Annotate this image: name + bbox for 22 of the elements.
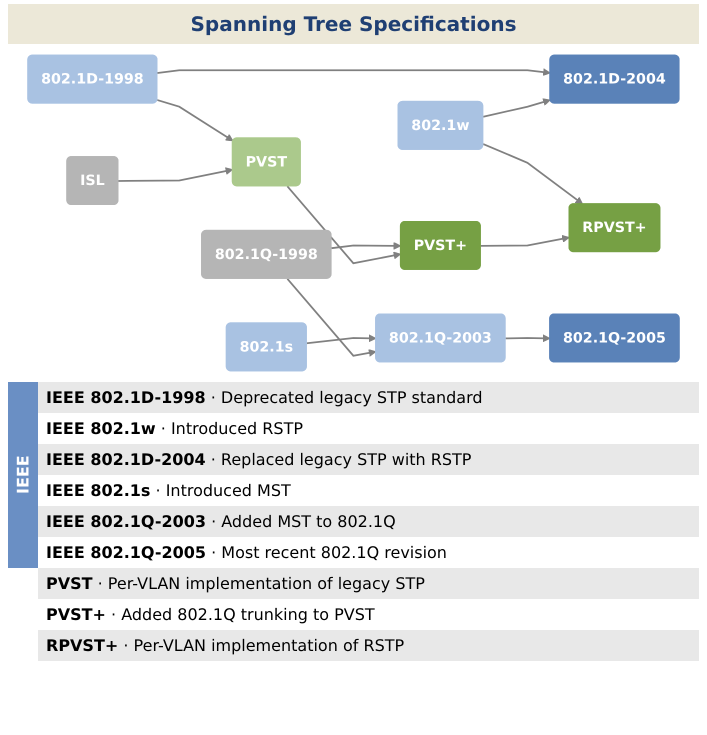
arrow	[483, 98, 551, 118]
arrow	[286, 186, 402, 264]
arrow	[482, 143, 584, 204]
table-row-text: IEEE 802.1s · Introduced MST	[45, 480, 292, 502]
vertical-band-label: IEEE	[8, 382, 38, 568]
arrow	[118, 167, 234, 182]
arrow	[157, 99, 234, 142]
title-banner: Spanning Tree Specifications	[8, 4, 699, 44]
table-row-text: IEEE 802.1D-1998 · Deprecated legacy STP standard	[38, 382, 699, 413]
table-row-text: IEEE 802.1Q-2005 · Most recent 802.1Q revision	[45, 542, 448, 564]
arrow	[306, 334, 376, 344]
table-row-text: PVST · Per-VLAN implementation of legacy STP	[38, 568, 699, 599]
arrow	[286, 278, 376, 357]
arrow	[331, 242, 402, 250]
table-row-text: IEEE 802.1Q-2003 · Added MST to 802.1Q	[38, 506, 699, 537]
arrow	[480, 234, 570, 247]
table-row-text: IEEE 802.1D-2004 · Replaced legacy STP with RSTP	[38, 444, 699, 475]
arrow	[157, 68, 551, 76]
table-row-text: IEEE 802.1w · Introduced RSTP	[45, 418, 304, 440]
table-row-text: RPVST+ · Per-VLAN implementation of RSTP	[38, 630, 699, 661]
table-row-text: PVST+ · Added 802.1Q trunking to PVST	[45, 604, 376, 626]
arrow	[506, 334, 550, 342]
